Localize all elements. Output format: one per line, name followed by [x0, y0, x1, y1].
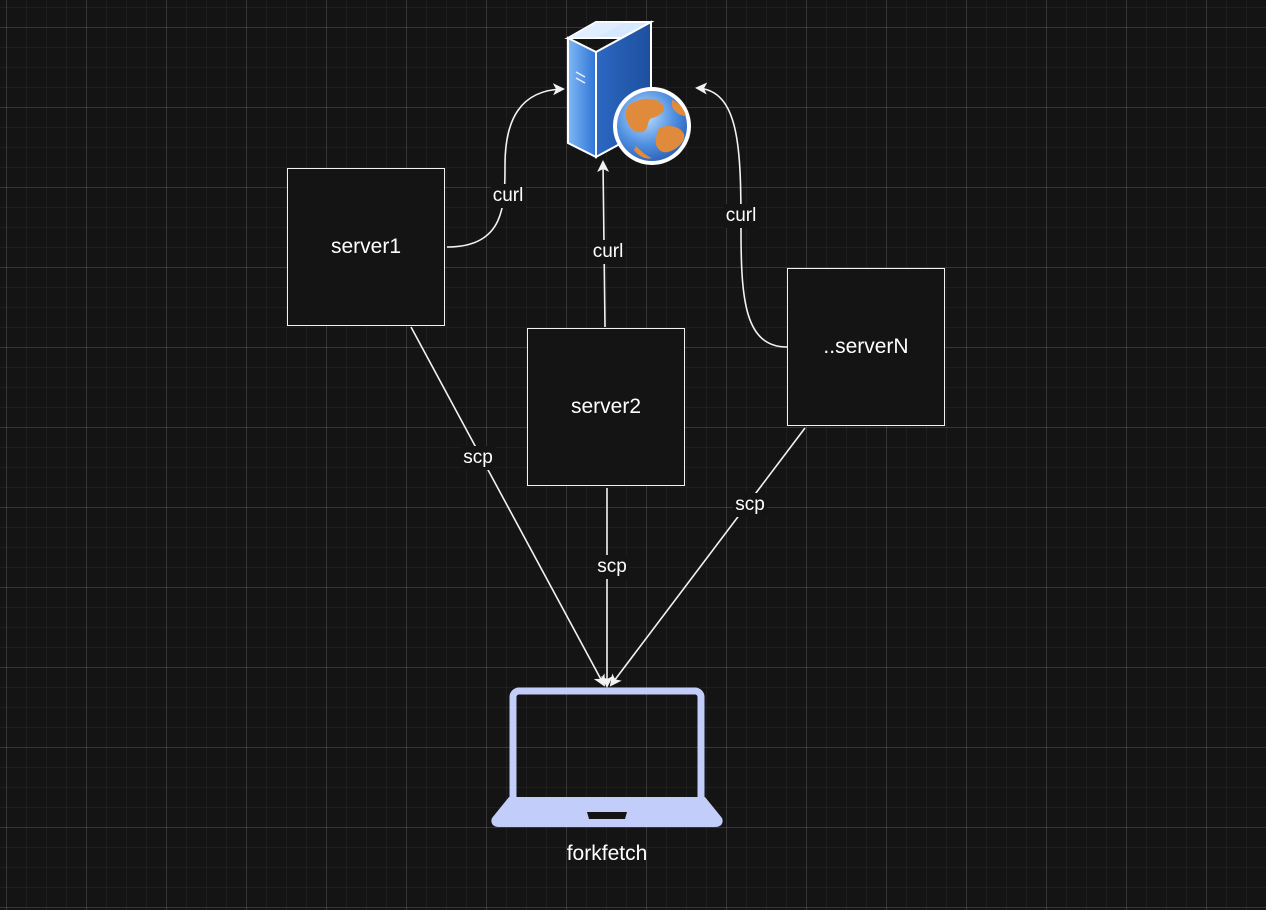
- laptop-label: forkfetch: [566, 842, 648, 865]
- edge-label-curl-server2: curl: [590, 240, 626, 264]
- edge-label-scp-server1: scp: [461, 446, 495, 470]
- laptop-icon: [491, 687, 723, 827]
- edge-label-curl-server1: curl: [490, 184, 526, 208]
- server2-node[interactable]: server2: [527, 328, 685, 486]
- edge-curl-server1: [446, 83, 565, 248]
- edge-scp-server1: [410, 326, 605, 687]
- serverN-node[interactable]: ..serverN: [787, 268, 945, 426]
- edge-label-scp-server2: scp: [595, 555, 629, 579]
- server2-label: server2: [570, 395, 642, 418]
- edge-scp-serverN: [609, 427, 806, 687]
- serverN-label: ..serverN: [823, 335, 909, 358]
- edge-label-scp-serverN: scp: [733, 493, 767, 517]
- server1-label: server1: [330, 235, 402, 258]
- server1-node[interactable]: server1: [287, 168, 445, 326]
- edge-label-curl-serverN: curl: [723, 204, 759, 228]
- web-server-globe-icon: [564, 20, 691, 165]
- edge-curl-serverN: [695, 82, 788, 348]
